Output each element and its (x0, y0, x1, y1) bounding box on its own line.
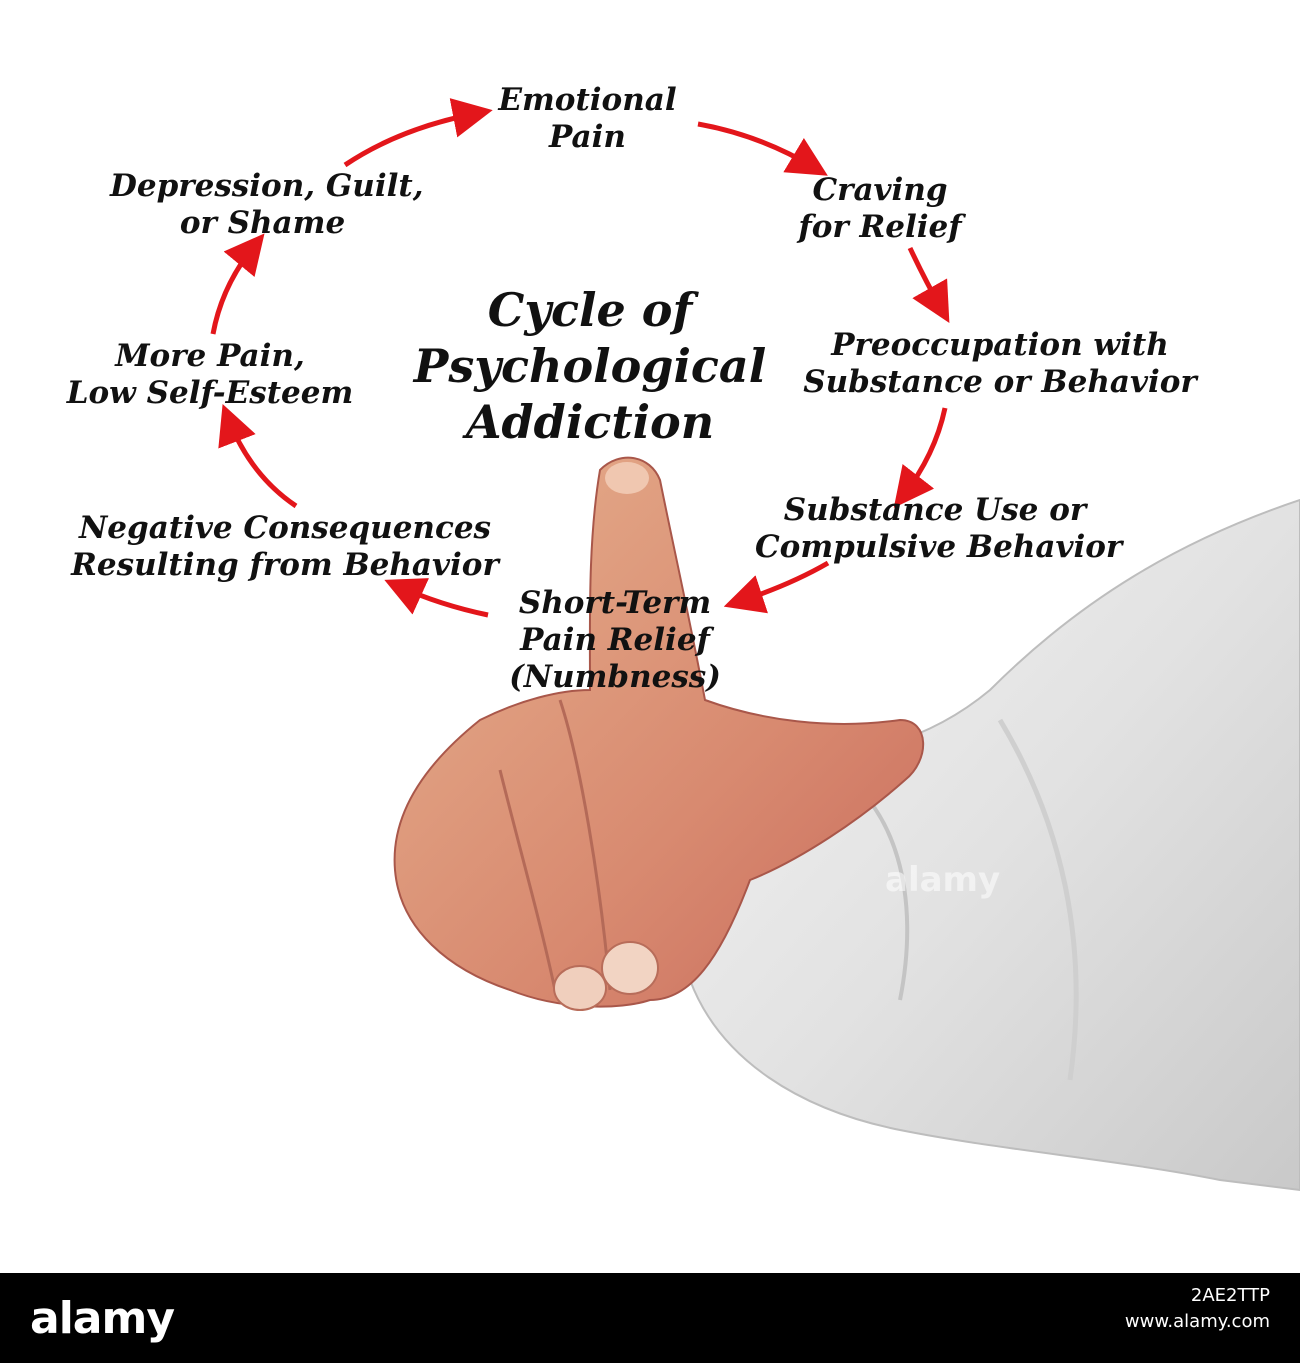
node-craving: Craving for Relief (780, 172, 980, 246)
arrow-shortterm-to-negative (384, 578, 489, 618)
node-line: Compulsive Behavior (755, 529, 1123, 565)
node-line: Preoccupation with (831, 327, 1169, 363)
cycle-arrows (210, 98, 950, 618)
arrow-craving-to-preoccupation (907, 246, 950, 324)
image-id: 2AE2TTP (1190, 1285, 1270, 1306)
diagram-title: Cycle of Psychological Addiction (380, 282, 800, 450)
image-credit: 2AE2TTP www.alamy.com (1125, 1283, 1270, 1335)
node-line: Craving (812, 172, 948, 208)
node-depression: Depression, Guilt, or Shame (110, 168, 424, 242)
title-line: Cycle of (487, 283, 693, 337)
node-line: Negative Consequences (78, 510, 492, 546)
node-line: Substance or Behavior (803, 364, 1197, 400)
node-line: More Pain, (115, 338, 305, 374)
node-negative-consequences: Negative Consequences Resulting from Beh… (55, 510, 515, 584)
arrow-depression-to-emotional (343, 98, 493, 168)
node-line: Pain (549, 119, 626, 155)
node-line: Depression, Guilt, (110, 168, 424, 204)
arrow-morepain-to-depression (210, 233, 265, 335)
footer-bar: alamy 2AE2TTP www.alamy.com (0, 1273, 1300, 1363)
node-substance-use: Substance Use or Compulsive Behavior (755, 492, 1123, 566)
node-line: Emotional (498, 82, 677, 118)
arrow-substance-to-shortterm (723, 560, 830, 614)
title-line: Psychological (413, 339, 767, 393)
arrow-negative-to-morepain (218, 404, 298, 509)
node-short-term-relief: Short-Term Pain Relief (Numbness) (490, 585, 740, 696)
node-line: Substance Use or (783, 492, 1087, 528)
arrow-preoccupation-to-substance (893, 407, 948, 508)
watermark: alamy (885, 860, 1001, 900)
arrow-emotional-to-craving (697, 121, 828, 176)
node-line: or Shame (179, 205, 346, 241)
node-line: for Relief (798, 209, 962, 245)
node-more-pain: More Pain, Low Self-Esteem (60, 338, 360, 412)
node-emotional-pain: Emotional Pain (480, 82, 695, 156)
node-line: (Numbness) (509, 659, 721, 695)
node-line: Pain Relief (520, 622, 710, 658)
title-line: Addiction (465, 395, 715, 449)
node-preoccupation: Preoccupation with Substance or Behavior (785, 327, 1215, 401)
site-url: www.alamy.com (1124, 1311, 1270, 1332)
node-line: Low Self-Esteem (66, 375, 354, 411)
node-line: Short-Term (518, 585, 712, 621)
hand-illustration (393, 456, 1300, 1192)
node-line: Resulting from Behavior (71, 547, 499, 583)
alamy-logo: alamy (30, 1293, 175, 1344)
